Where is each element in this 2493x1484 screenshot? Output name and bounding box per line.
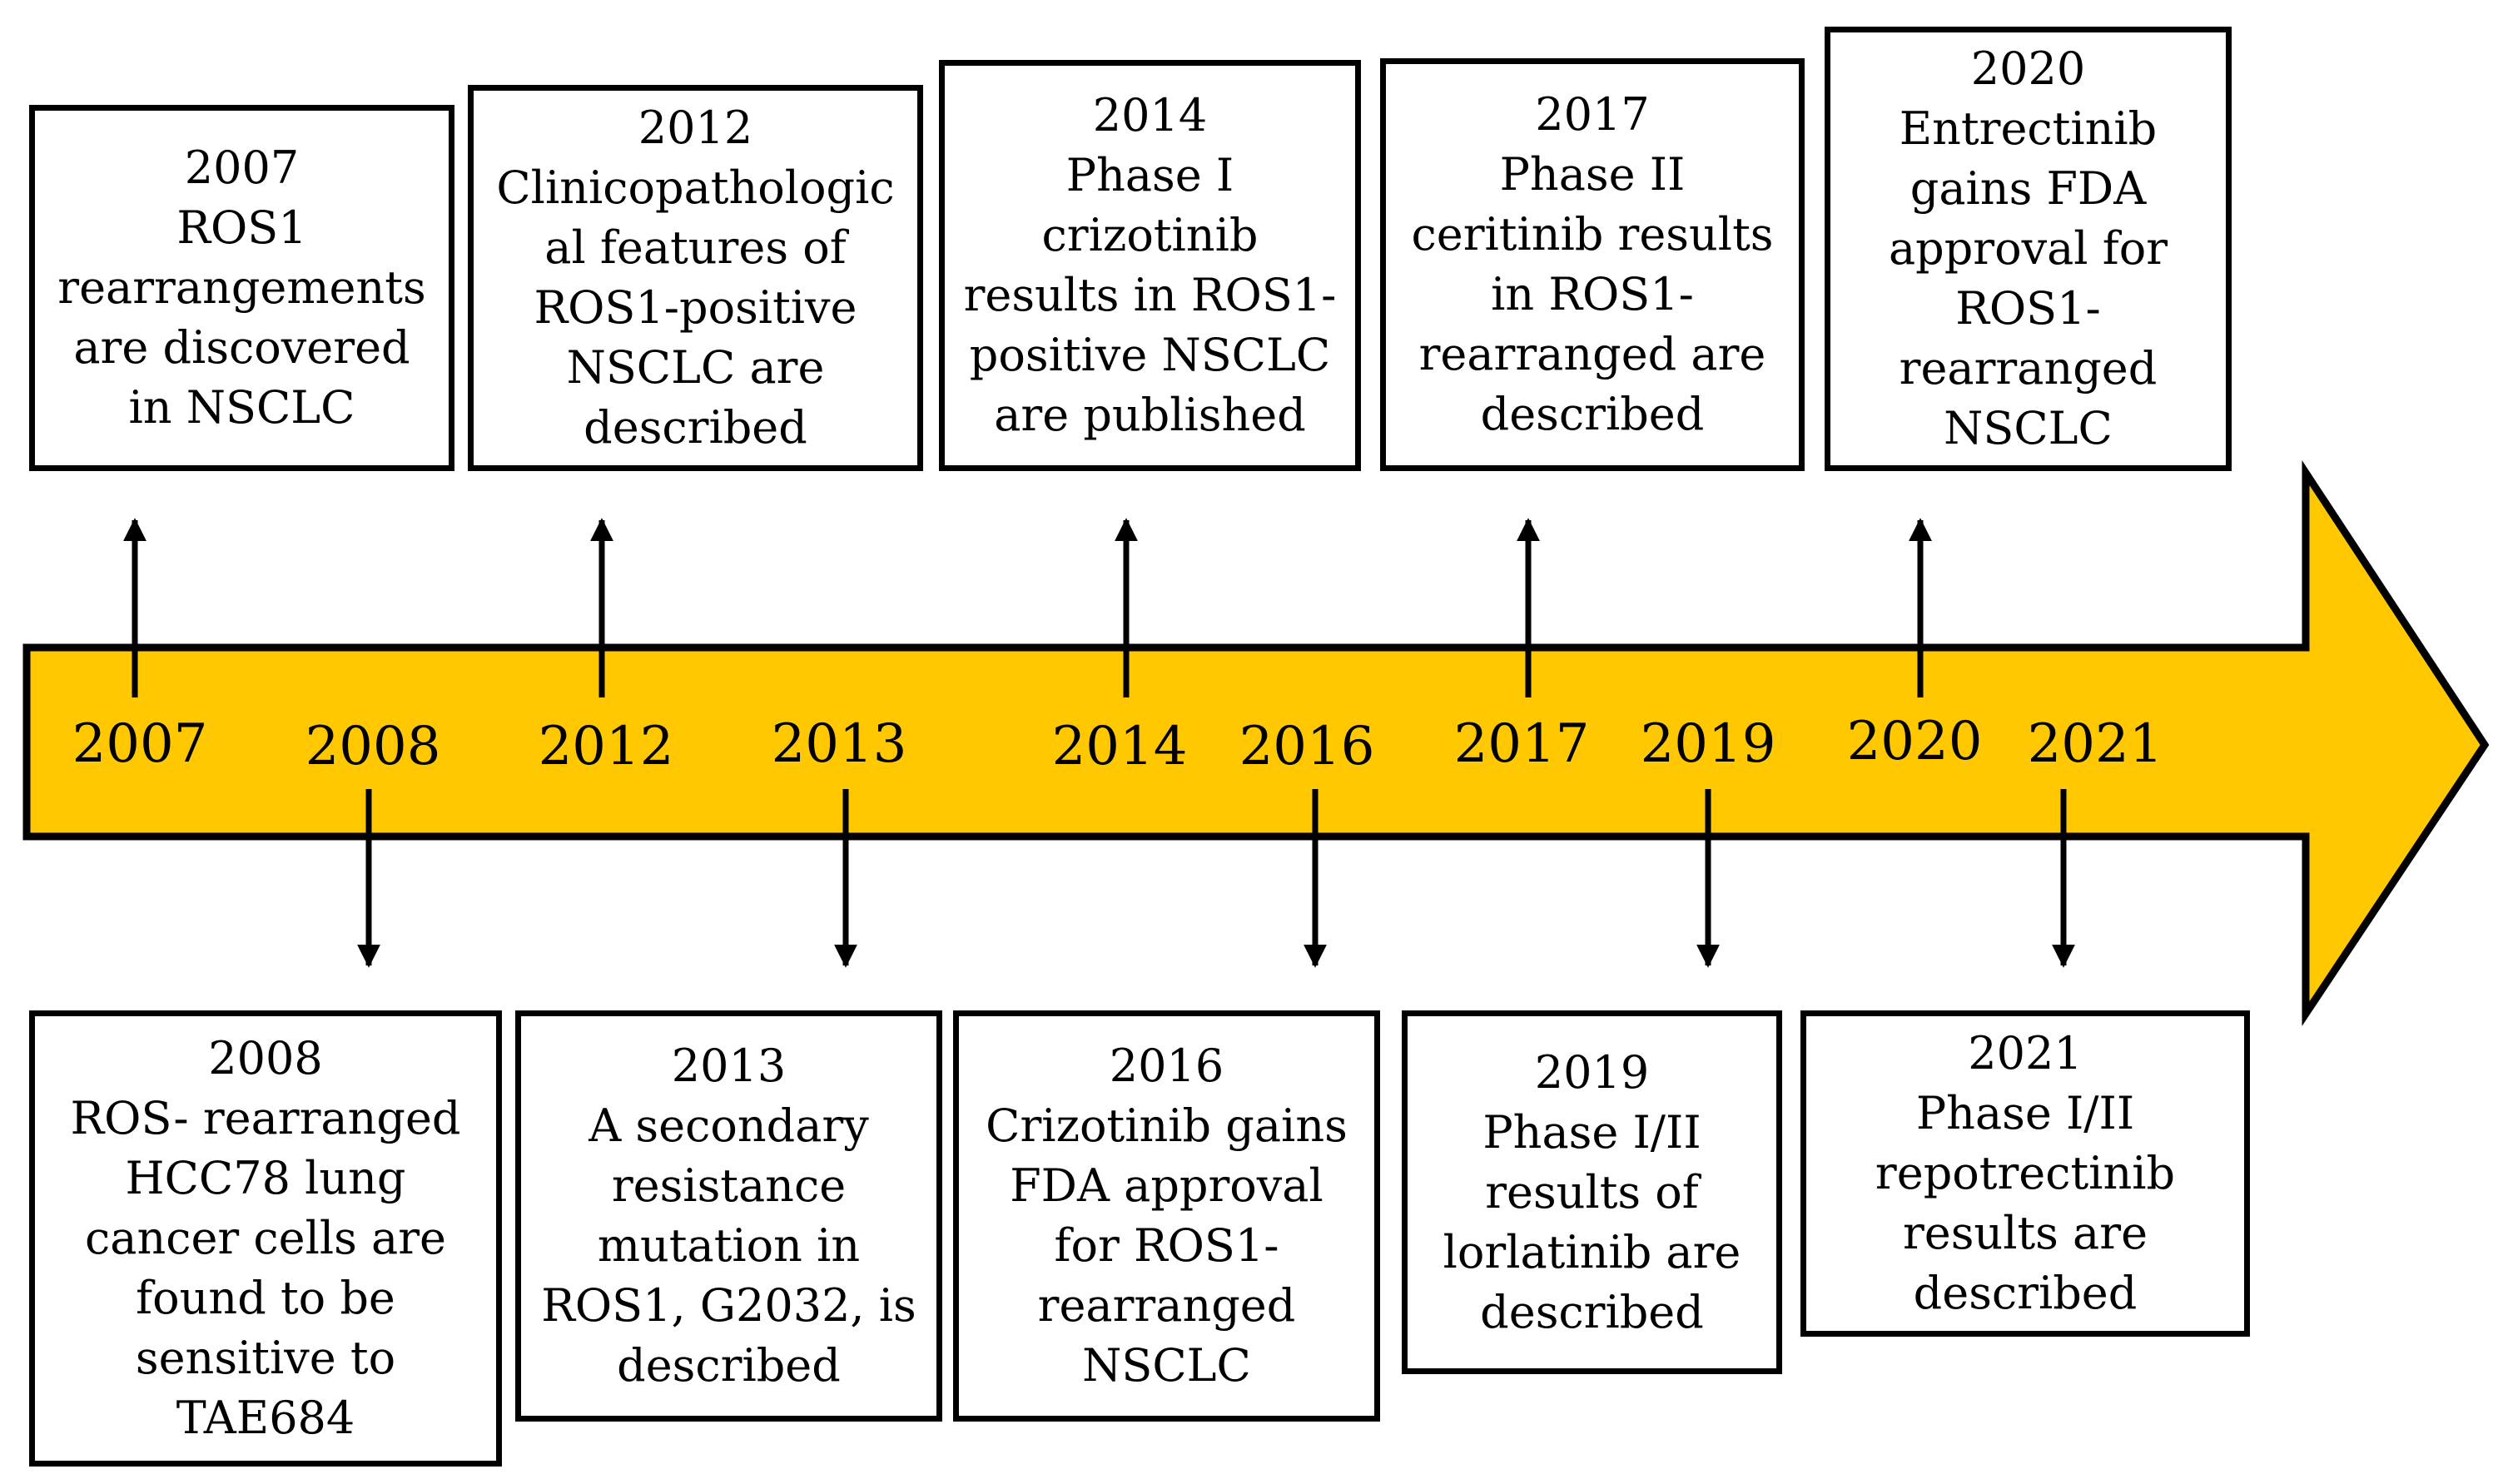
event-description: ROS1 rearrangements are discovered in NS… xyxy=(57,201,426,434)
year-label-2012: 2012 xyxy=(539,716,674,777)
event-description: Clinicopathologic al features of ROS1-po… xyxy=(496,161,895,454)
event-description: Crizotinib gains FDA approval for ROS1- … xyxy=(986,1099,1348,1392)
event-year: 2012 xyxy=(638,102,753,154)
year-label-2017: 2017 xyxy=(1454,713,1590,775)
event-year: 2020 xyxy=(1970,42,2086,95)
event-box-2013: 2013 A secondary resistance mutation in … xyxy=(515,1010,942,1422)
event-description: Phase I crizotinib results in ROS1- posi… xyxy=(963,149,1337,441)
event-year: 2019 xyxy=(1534,1045,1650,1099)
year-label-2020: 2020 xyxy=(1847,711,1983,772)
event-box-2008: 2008 ROS- rearranged HCC78 lung cancer c… xyxy=(29,1010,502,1467)
event-box-2019: 2019 Phase I/II results of lorlatinib ar… xyxy=(1402,1010,1782,1374)
event-description: Phase I/II repotrectinib results are des… xyxy=(1875,1087,2176,1319)
event-description: Entrectinib gains FDA approval for ROS1-… xyxy=(1888,102,2168,454)
event-year: 2013 xyxy=(671,1040,787,1092)
event-box-2020: 2020 Entrectinib gains FDA approval for … xyxy=(1825,27,2232,471)
event-year: 2007 xyxy=(184,141,300,194)
year-label-2014: 2014 xyxy=(1052,716,1188,777)
event-year: 2016 xyxy=(1109,1040,1224,1092)
year-label-2016: 2016 xyxy=(1239,716,1375,777)
event-description: ROS- rearranged HCC78 lung cancer cells … xyxy=(70,1092,461,1444)
event-box-2012: 2012 Clinicopathologic al features of RO… xyxy=(468,85,923,471)
year-label-2008: 2008 xyxy=(305,716,441,777)
event-description: Phase II ceritinib results in ROS1- rear… xyxy=(1411,148,1774,440)
event-box-2014: 2014 Phase I crizotinib results in ROS1-… xyxy=(939,60,1361,471)
year-label-2021: 2021 xyxy=(2028,713,2163,775)
year-label-2007: 2007 xyxy=(72,713,208,775)
event-year: 2008 xyxy=(208,1032,323,1084)
year-label-2013: 2013 xyxy=(772,713,907,775)
event-description: A secondary resistance mutation in ROS1,… xyxy=(541,1099,916,1392)
event-box-2021: 2021 Phase I/II repotrectinib results ar… xyxy=(1800,1010,2250,1337)
event-description: Phase I/II results of lorlatinib are des… xyxy=(1443,1105,1741,1338)
event-year: 2014 xyxy=(1092,89,1208,141)
event-box-2017: 2017 Phase II ceritinib results in ROS1-… xyxy=(1380,58,1805,471)
event-box-2007: 2007 ROS1 rearrangements are discovered … xyxy=(29,105,454,471)
event-year: 2017 xyxy=(1535,88,1650,141)
event-box-2016: 2016 Crizotinib gains FDA approval for R… xyxy=(953,1010,1380,1422)
event-year: 2021 xyxy=(1968,1027,2083,1079)
year-label-2019: 2019 xyxy=(1641,713,1776,775)
timeline-arrow xyxy=(22,459,2490,1026)
